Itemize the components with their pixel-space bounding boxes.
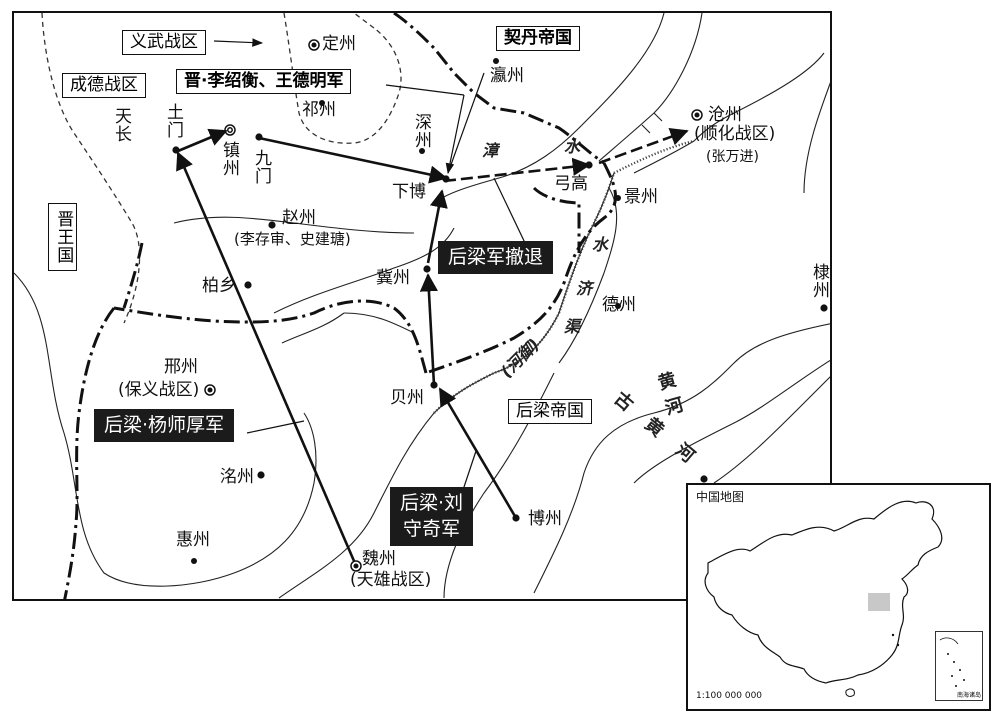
inset-scale: 1:100 000 000 (696, 691, 763, 701)
river-qu: 渠 (564, 317, 581, 336)
place-weizhou-note: (天雄战区) (350, 570, 432, 590)
inset-china-outline (704, 500, 943, 697)
army-label-liu: 后梁·刘 守奇军 (390, 487, 474, 547)
inset-south-sea-islands (939, 637, 965, 687)
river-shui-1: 水 (564, 137, 581, 156)
place-zhaozhou-note: (李存审、史建瑭) (234, 230, 351, 248)
army-label-yang: 后梁·杨师厚军 (94, 409, 235, 442)
region-houliang: 后梁帝国 (508, 399, 592, 425)
inset-south-sea-label: 南海诸岛 (956, 692, 981, 699)
place-weizhou: 魏州 (362, 549, 396, 569)
place-qizhou: 祁州 (302, 100, 336, 120)
place-xiabo: 下博 (392, 182, 426, 202)
region-jinwang: 晋王国 (48, 203, 78, 271)
place-xingzhou: 邢州 (164, 357, 198, 377)
inset-south-sea-box: 南海诸岛 (935, 631, 983, 701)
river-guhuanghe: 古黄河 (610, 385, 746, 481)
place-shenzhou: 深州 (411, 113, 431, 149)
place-dingzhou: 定州 (322, 34, 356, 54)
place-mingzhou: 洺州 (220, 467, 254, 487)
inset-title: 中国地图 (696, 490, 745, 504)
river-shui-2: 水 (592, 235, 609, 254)
place-xingzhou-note: (保义战区) (118, 380, 200, 400)
river-ji: 济 (576, 279, 593, 298)
place-dezhou: 德州 (602, 295, 636, 315)
army-label-liu-line1: 后梁·刘 (400, 492, 464, 514)
place-zhaozhou: 赵州 (282, 208, 316, 228)
map-lines (14, 13, 830, 599)
place-cangzhou-general: (张万进) (706, 149, 759, 165)
place-tumen: 土门 (163, 103, 183, 139)
army-label-liu-line2: 守奇军 (403, 517, 461, 540)
place-beizhou: 贝州 (390, 388, 424, 408)
place-cangzhou: 沧州 (708, 105, 742, 125)
region-qidan: 契丹帝国 (496, 26, 580, 52)
place-jingzhou: 景州 (624, 187, 658, 207)
region-yiwu: 义武战区 (122, 30, 206, 56)
place-zhenzhou: 镇州 (219, 141, 239, 177)
place-gonggao: 弓高 (554, 174, 588, 194)
place-yingzhou: 瀛州 (490, 66, 524, 86)
army-label-retreat: 后梁军撤退 (438, 241, 554, 274)
map-frame: 义武战区 成德战区 晋王国 契丹帝国 后梁帝国 晋·李绍衡、王德明军 后梁军撤退… (12, 11, 832, 601)
place-huizhou: 惠州 (176, 530, 210, 550)
place-cangzhou-note: (顺化战区) (694, 124, 776, 144)
place-jizhou: 冀州 (376, 268, 410, 288)
place-tianchang: 天长 (111, 107, 131, 143)
place-jiumen: 九门 (251, 149, 271, 185)
place-dizhou: 棣州 (809, 263, 829, 299)
inset-china-map: 中国地图 南海诸岛 1:100 000 000 (686, 483, 991, 711)
army-label-jin: 晋·李绍衡、王德明军 (176, 69, 352, 95)
region-chengde: 成德战区 (62, 73, 146, 99)
place-baixiang: 柏乡 (202, 276, 236, 296)
place-bozhou: 博州 (528, 509, 562, 529)
river-zhang: 漳 (482, 141, 499, 160)
river-huanghe: 黄河 (656, 357, 750, 419)
